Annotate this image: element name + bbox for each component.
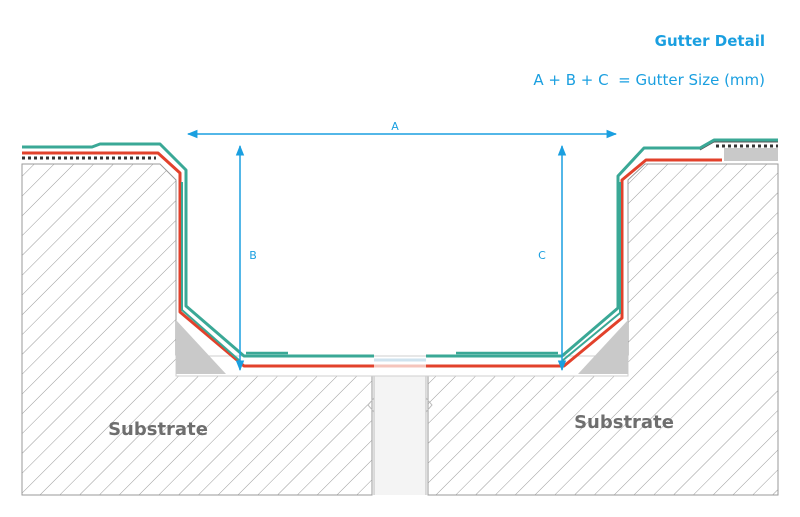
left-substrate-label: Substrate: [108, 419, 208, 440]
dimension-label-c: C: [538, 249, 546, 262]
dimension-label-b: B: [249, 249, 257, 262]
crack-left: [367, 397, 375, 413]
right-fillet: [578, 320, 628, 374]
green-membrane-inner: [181, 182, 621, 362]
right-capping: [724, 148, 778, 161]
joint-strip: [374, 376, 426, 495]
left-substrate: [21, 163, 373, 496]
right-top-outline: [699, 141, 778, 151]
green-membrane: [22, 138, 778, 358]
right-substrate: [427, 163, 779, 496]
gutter-size-formula: A + B + C = Gutter Size (mm): [533, 71, 765, 89]
left-fillet: [176, 320, 226, 374]
dimension-label-a: A: [391, 120, 399, 133]
diagram-title: Gutter Detail: [655, 32, 765, 50]
right-substrate-label: Substrate: [574, 412, 674, 433]
crack-right: [425, 397, 433, 413]
